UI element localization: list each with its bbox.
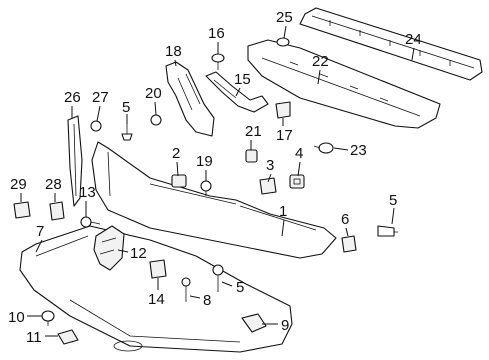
callout-leaders bbox=[20, 25, 415, 337]
part-energy-absorber bbox=[247, 39, 441, 129]
part-pushpin-10 bbox=[41, 310, 55, 326]
part-screw-5c bbox=[212, 264, 224, 292]
part-screw-27 bbox=[90, 120, 102, 132]
leader-1 bbox=[281, 219, 285, 237]
part-clip-2 bbox=[171, 174, 187, 188]
callout-label-5a: 5 bbox=[122, 99, 130, 116]
leader-20 bbox=[154, 101, 157, 116]
callout-label-3: 3 bbox=[266, 157, 274, 174]
leader-3 bbox=[267, 173, 272, 183]
part-bolt-16 bbox=[211, 53, 225, 70]
callout-label-28: 28 bbox=[45, 176, 62, 193]
leader-4 bbox=[297, 161, 301, 177]
leader-6 bbox=[345, 227, 349, 237]
part-clip-28 bbox=[49, 201, 65, 221]
callout-label-8: 8 bbox=[203, 292, 211, 309]
part-clip-6 bbox=[341, 235, 357, 253]
callout-label-2: 2 bbox=[172, 145, 180, 162]
part-clip-29 bbox=[13, 201, 31, 219]
callout-label-22: 22 bbox=[312, 53, 329, 70]
leader-18 bbox=[174, 59, 177, 67]
callout-label-20: 20 bbox=[145, 85, 162, 102]
part-bumper-cover bbox=[91, 141, 337, 259]
callout-label-12: 12 bbox=[130, 245, 147, 262]
leader-8 bbox=[189, 295, 201, 299]
part-bolt-25 bbox=[276, 37, 290, 47]
callout-label-29: 29 bbox=[10, 176, 27, 193]
callout-label-26: 26 bbox=[64, 89, 81, 106]
leader-27 bbox=[96, 105, 101, 122]
callout-label-21: 21 bbox=[245, 123, 262, 140]
callout-label-7: 7 bbox=[36, 223, 44, 240]
callout-label-11: 11 bbox=[26, 329, 42, 346]
part-lower-bracket bbox=[93, 225, 125, 271]
callout-label-19: 19 bbox=[196, 153, 213, 170]
part-clip-14 bbox=[149, 259, 167, 279]
leader-5b bbox=[391, 207, 395, 225]
callout-label-25: 25 bbox=[276, 9, 293, 26]
callout-label-10: 10 bbox=[8, 309, 25, 326]
leader-7 bbox=[35, 239, 43, 253]
callout-label-14: 14 bbox=[148, 291, 165, 308]
leader-15 bbox=[235, 87, 241, 97]
leader-5c bbox=[221, 281, 233, 287]
leader-23 bbox=[333, 147, 349, 151]
part-screw-5a bbox=[121, 124, 133, 141]
part-screw-20 bbox=[150, 114, 162, 126]
part-pushpin-23 bbox=[313, 142, 334, 154]
part-screw-5b bbox=[377, 225, 398, 237]
part-bracket-15 bbox=[205, 71, 269, 113]
part-bolt-13 bbox=[80, 216, 101, 228]
part-clip-17 bbox=[275, 101, 291, 119]
callout-label-16: 16 bbox=[208, 25, 225, 42]
part-retainer-11 bbox=[57, 329, 79, 345]
part-side-strip bbox=[67, 115, 83, 207]
part-clip-3 bbox=[259, 177, 277, 195]
leader-2 bbox=[176, 161, 179, 177]
callout-label-6: 6 bbox=[341, 211, 349, 228]
callout-label-9: 9 bbox=[281, 317, 289, 334]
callout-label-24: 24 bbox=[405, 31, 422, 48]
part-reinforcement-bar bbox=[299, 7, 483, 81]
part-nut-21 bbox=[245, 149, 258, 163]
part-clip-4 bbox=[289, 174, 305, 189]
leader-22 bbox=[317, 69, 321, 85]
callout-label-5c: 5 bbox=[236, 279, 244, 296]
callout-label-17: 17 bbox=[276, 127, 293, 144]
callout-label-27: 27 bbox=[92, 89, 109, 106]
callout-label-18: 18 bbox=[165, 43, 182, 60]
callout-label-1: 1 bbox=[279, 203, 287, 220]
callout-label-4: 4 bbox=[295, 145, 303, 162]
leader-12 bbox=[117, 249, 129, 253]
callout-label-5b: 5 bbox=[389, 192, 397, 209]
part-bracket-18 bbox=[165, 61, 215, 137]
leader-24 bbox=[411, 47, 415, 61]
callout-label-15: 15 bbox=[234, 71, 251, 88]
part-pin-8 bbox=[181, 277, 191, 302]
callout-label-13: 13 bbox=[79, 184, 96, 201]
leader-25 bbox=[283, 25, 287, 39]
callout-label-23: 23 bbox=[350, 142, 367, 159]
part-nut-9 bbox=[241, 313, 267, 333]
